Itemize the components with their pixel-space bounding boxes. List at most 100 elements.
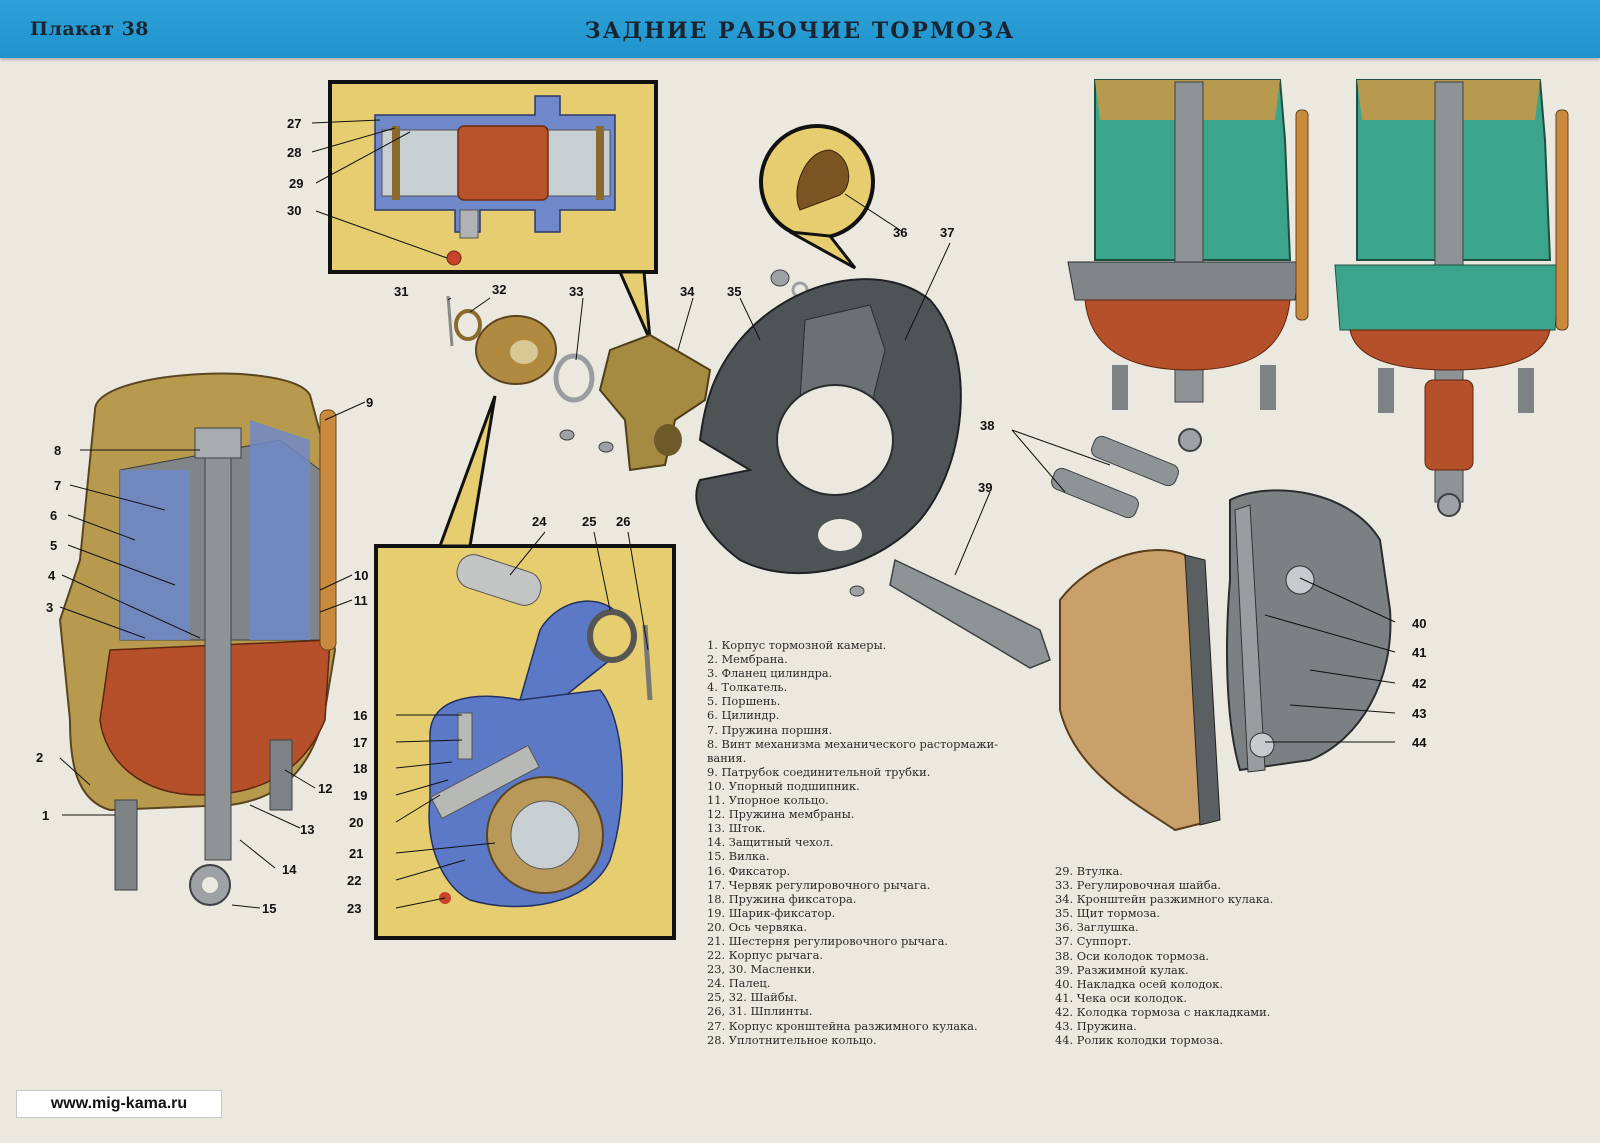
legend-entry: 39. Разжимной кулак. [1055, 962, 1189, 977]
callout-1: 1 [42, 808, 50, 823]
brake-shoes [1059, 489, 1392, 832]
legend-entry: 24. Палец. [707, 976, 771, 991]
legend-entry: 10. Упорный подшипник. [707, 778, 860, 793]
callout-22: 22 [347, 873, 362, 888]
callout-33: 33 [569, 284, 584, 299]
legend-right-column: 29. Втулка.33. Регулировочная шайба.34. … [1055, 864, 1273, 1047]
legend-entry: 7. Пружина поршня. [707, 722, 833, 737]
callout-3: 3 [46, 600, 54, 615]
legend-entry: 20. Ось червяка. [707, 919, 807, 934]
callout-10: 10 [354, 568, 369, 583]
callout-42: 42 [1412, 676, 1427, 691]
callout-37: 37 [940, 225, 955, 240]
callout-32: 32 [492, 282, 507, 297]
legend-entry: 26, 31. Шплинты. [707, 1004, 813, 1019]
poster-number: Плакат 38 [30, 18, 150, 40]
callout-12: 12 [318, 781, 333, 796]
callout-29: 29 [289, 176, 304, 191]
callout-14: 14 [282, 862, 297, 877]
legend-entry: 4. Толкатель. [707, 680, 788, 695]
callout-8: 8 [54, 443, 62, 458]
legend-entry: 5. Поршень. [707, 694, 781, 709]
legend-entry: 15. Вилка. [707, 849, 770, 864]
legend-entry: 23, 30. Масленки. [707, 962, 816, 977]
callout-28: 28 [287, 145, 302, 160]
legend-entry: 16. Фиксатор. [707, 863, 791, 878]
legend-entry: 12. Пружина мембраны. [707, 807, 855, 822]
callout-38: 38 [980, 418, 995, 433]
spring-brake-chamber-released [1067, 79, 1309, 452]
legend-entry: 37. Суппорт. [1055, 934, 1132, 949]
inset-bracket-section [328, 80, 658, 341]
callout-26: 26 [616, 514, 631, 529]
legend-entry: 11. Упорное кольцо. [707, 793, 829, 808]
poster-header: Плакат 38 ЗАДНИЕ РАБОЧИЕ ТОРМОЗА [0, 0, 1600, 58]
legend-entry: 14. Защитный чехол. [707, 835, 834, 850]
legend-entry: 21. Шестерня регулировочного рычага. [707, 933, 949, 948]
callout-36: 36 [893, 225, 908, 240]
callout-40: 40 [1412, 616, 1427, 631]
legend-entry: 38. Оси колодок тормоза. [1055, 948, 1210, 963]
poster-title: ЗАДНИЕ РАБОЧИЕ ТОРМОЗА [584, 18, 1016, 44]
callout-23: 23 [347, 901, 362, 916]
callout-25: 25 [582, 514, 597, 529]
legend-entry: 36. Заглушка. [1055, 920, 1139, 935]
legend-entry: 2. Мембрана. [707, 652, 788, 667]
spring-brake-chamber-applied [1334, 79, 1569, 517]
legend-entry: 40. Накладка осей колодок. [1055, 976, 1224, 991]
legend-entry: 18. Пружина фиксатора. [707, 891, 857, 906]
legend-entry: 43. Пружина. [1055, 1019, 1137, 1034]
legend-entry: 35. Щит тормоза. [1055, 906, 1161, 921]
legend-entry: 19. Шарик-фиксатор. [707, 905, 836, 920]
brake-chamber-section [58, 372, 337, 906]
legend-entry: 34. Кронштейн разжимного кулака. [1055, 892, 1274, 907]
callout-13: 13 [300, 822, 315, 837]
callout-35: 35 [727, 284, 742, 299]
callout-44: 44 [1412, 735, 1427, 750]
legend-entry: 3. Фланец цилиндра. [707, 666, 833, 681]
callout-27: 27 [287, 116, 302, 131]
callout-6: 6 [50, 508, 58, 523]
callout-24: 24 [532, 514, 547, 529]
inset-slack-adjuster [374, 395, 676, 940]
middle-exploded-parts [446, 124, 1179, 669]
legend-entry: 13. Шток. [707, 821, 766, 836]
callout-5: 5 [50, 538, 58, 553]
legend-entry: 44. Ролик колодки тормоза. [1055, 1033, 1224, 1048]
legend-entry: 22. Корпус рычага. [707, 948, 824, 963]
callout-9: 9 [366, 395, 374, 410]
legend-entry: 42. Колодка тормоза с накладками. [1055, 1004, 1271, 1019]
legend-entry: 33. Регулировочная шайба. [1055, 878, 1222, 893]
callout-31: 31 [394, 284, 409, 299]
callout-43: 43 [1412, 706, 1427, 721]
legend-entry: 17. Червяк регулировочного рычага. [707, 877, 931, 892]
callout-18: 18 [353, 761, 368, 776]
callout-41: 41 [1412, 645, 1427, 660]
callout-17: 17 [353, 735, 368, 750]
legend-entry: вания. [707, 750, 747, 765]
legend-entry: 1. Корпус тормозной камеры. [707, 638, 887, 652]
callout-2: 2 [36, 750, 44, 765]
callout-16: 16 [353, 708, 368, 723]
callout-21: 21 [349, 846, 364, 861]
callout-7: 7 [54, 478, 62, 493]
legend-entry: 27. Корпус кронштейна разжимного кулака. [707, 1018, 978, 1033]
legend-entry: 9. Патрубок соединительной трубки. [707, 764, 931, 779]
callout-34: 34 [680, 284, 695, 299]
callout-4: 4 [48, 568, 56, 583]
legend-entry: 28. Уплотнительное кольцо. [707, 1032, 877, 1047]
callout-39: 39 [978, 480, 993, 495]
legend-entry: 29. Втулка. [1055, 864, 1123, 878]
site-watermark: www.mig-kama.ru [16, 1090, 222, 1118]
callout-30: 30 [287, 203, 302, 218]
callout-19: 19 [353, 788, 368, 803]
legend-entry: 25, 32. Шайбы. [707, 990, 798, 1005]
callout-15: 15 [262, 901, 277, 916]
callout-20: 20 [349, 815, 364, 830]
legend-left-column: 1. Корпус тормозной камеры.2. Мембрана.3… [707, 638, 998, 1047]
leader-lines [59, 119, 1396, 909]
legend-entry: 41. Чека оси колодок. [1055, 990, 1187, 1005]
callout-11: 11 [354, 593, 368, 608]
legend-entry: 6. Цилиндр. [707, 708, 780, 723]
